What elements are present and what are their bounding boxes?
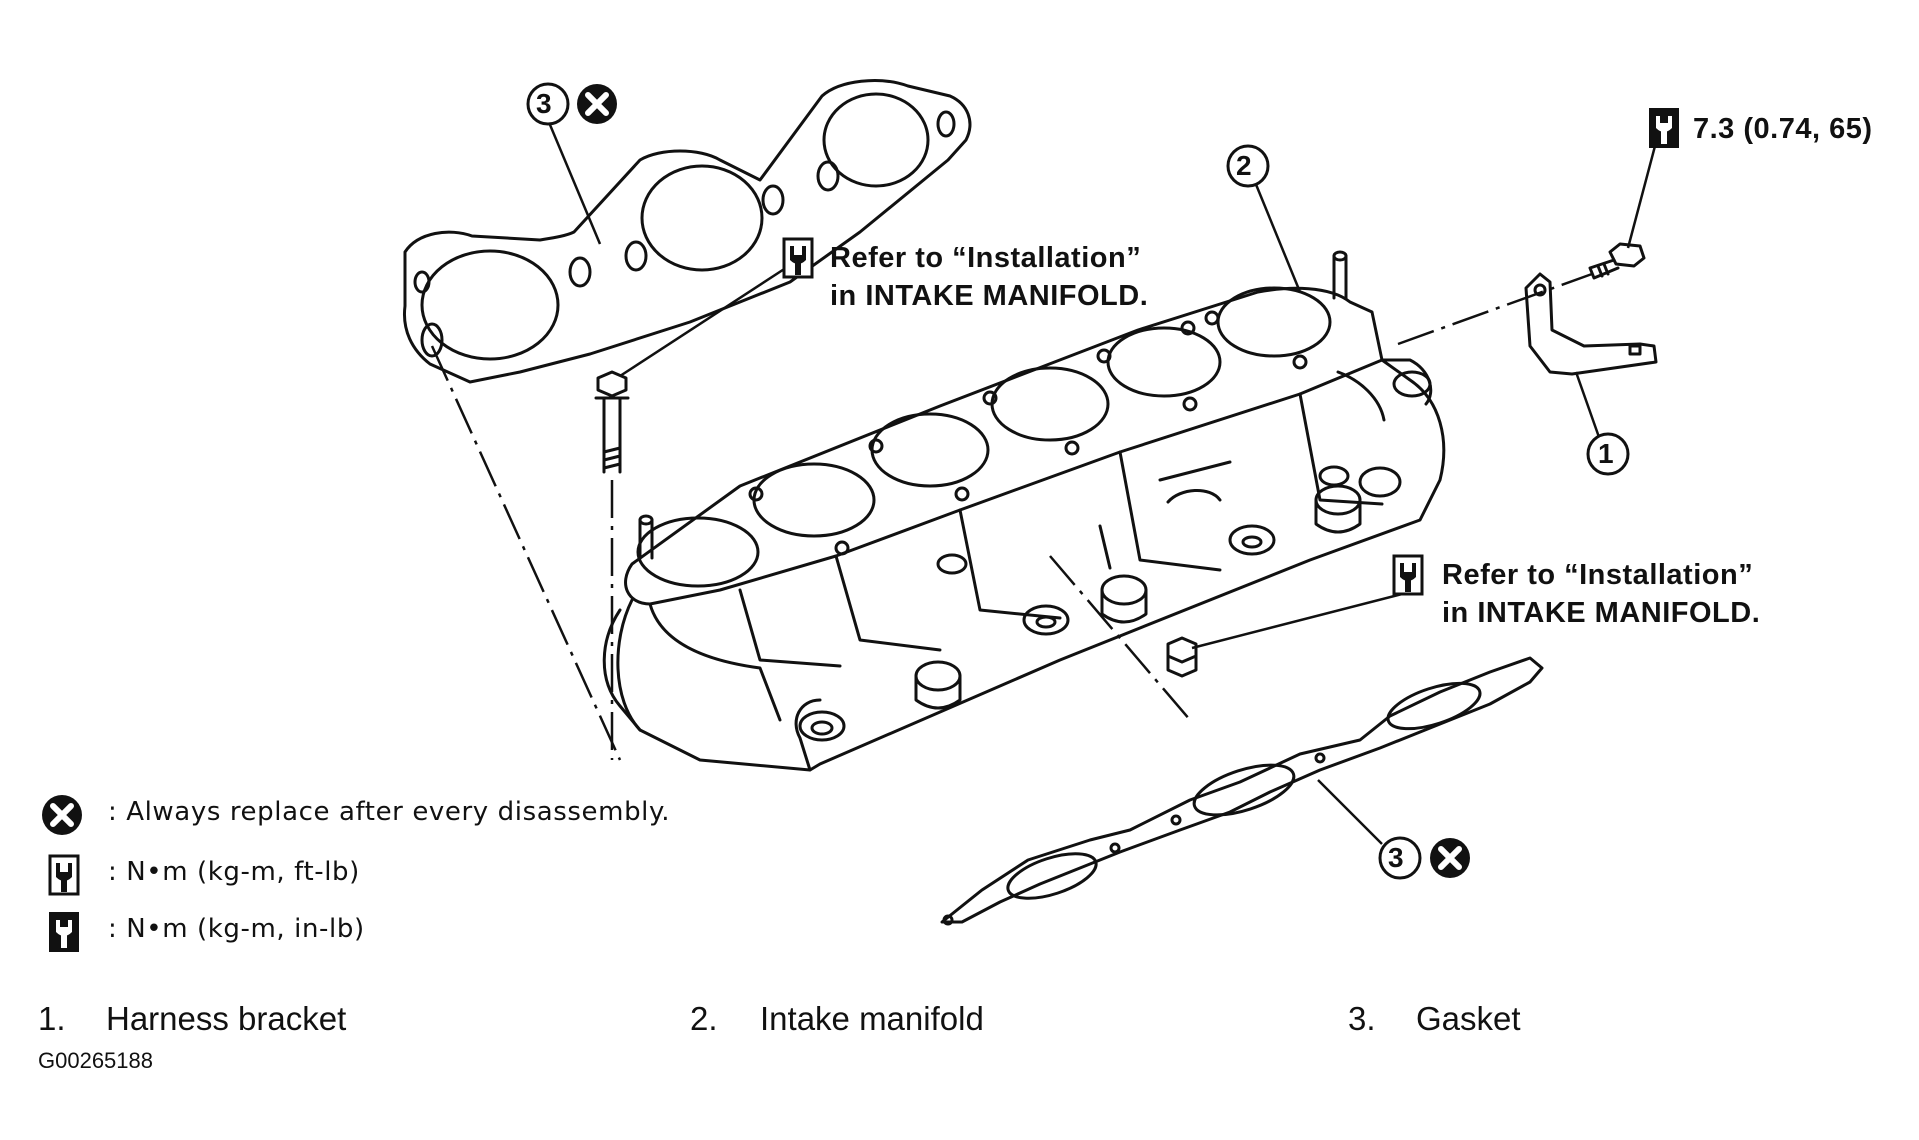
x-circle-icon (1430, 838, 1470, 878)
intake-manifold (602, 250, 1446, 772)
badge-3-bottom-number: 3 (1388, 842, 1405, 873)
legend-torque-ft-text: : N•m (kg-m, ft-lb) (108, 857, 360, 887)
open-wrench-icon (1392, 554, 1424, 596)
bracket-bolt (1588, 242, 1646, 280)
harness-bracket (1524, 272, 1658, 376)
badge-3-bottom (1378, 836, 1422, 880)
badge-2 (1226, 144, 1270, 188)
leader-3-bottom (1317, 779, 1383, 845)
x-circle-icon (577, 84, 617, 124)
badge-2-number: 2 (1236, 150, 1253, 181)
part-3-name: Gasket (1416, 1000, 1521, 1037)
leader-3-top (546, 119, 602, 245)
part-2-name: Intake manifold (760, 1000, 984, 1037)
filled-wrench-icon (1649, 108, 1679, 148)
upper-gasket (402, 79, 972, 384)
part-1-number: 1. (38, 1000, 66, 1037)
bracket-align-line (1397, 272, 1593, 346)
leader-ref-upper (619, 260, 796, 378)
open-wrench-icon (782, 237, 814, 279)
legend-replace-text: : Always replace after every disassembly… (108, 797, 671, 827)
gasket-align-line (430, 345, 622, 761)
x-circle-icon (42, 795, 82, 835)
lower-gasket (940, 656, 1544, 926)
part-2-number: 2. (690, 1000, 718, 1037)
ref-installation-lower-line2: in INTAKE MANIFOLD. (1442, 597, 1761, 629)
leader-ref-lower (1191, 592, 1403, 650)
leader-2 (1253, 181, 1302, 293)
legend-torque-in-text: : N•m (kg-m, in-lb) (108, 914, 365, 944)
badge-1 (1586, 432, 1630, 476)
ref-installation-upper-line2: in INTAKE MANIFOLD. (830, 280, 1149, 312)
filled-wrench-icon (49, 912, 79, 952)
manifold-bolt (594, 370, 630, 474)
figure-id: G00265188 (38, 1048, 153, 1073)
ref-installation-lower-line1: Refer to “Installation” (1442, 559, 1754, 591)
badge-3-top (526, 82, 570, 126)
nut-align-line (1049, 555, 1191, 721)
leader-1 (1574, 371, 1602, 441)
manifold-nut (1166, 636, 1198, 678)
badge-3-top-number: 3 (536, 88, 553, 119)
ref-installation-upper-line1: Refer to “Installation” (830, 242, 1142, 274)
part-1-name: Harness bracket (106, 1000, 347, 1037)
leader-torque (1626, 145, 1657, 249)
part-3-number: 3. (1348, 1000, 1376, 1037)
badge-1-number: 1 (1598, 438, 1615, 469)
open-wrench-icon (48, 854, 80, 896)
torque-spec-label: 7.3 (0.74, 65) (1693, 113, 1873, 145)
